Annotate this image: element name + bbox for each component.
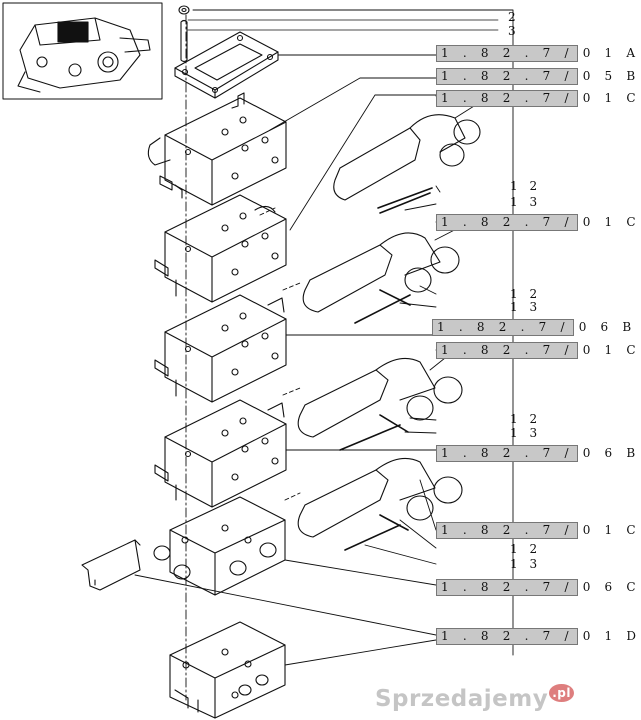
watermark-text: Sprzedajemy xyxy=(374,686,549,712)
coupler-elbow xyxy=(297,457,463,551)
item-number: 1 3 xyxy=(510,195,542,209)
callout-ref[interactable]: 1 . 8 2 . 7 / 0 1 C xyxy=(436,522,636,539)
callout-ref[interactable]: 1 . 8 2 . 7 / 0 5 B xyxy=(436,68,635,85)
item-number: 3 xyxy=(508,24,520,38)
callout-ref[interactable]: 1 . 8 2 . 7 / 0 1 C xyxy=(436,90,636,107)
tie-rod xyxy=(180,19,188,63)
item-number: 1 2 xyxy=(510,179,542,193)
callout-ref[interactable]: 1 . 8 2 . 7 / 0 1 C xyxy=(436,342,636,359)
valve-section xyxy=(169,621,286,719)
coupler-elbow xyxy=(333,114,481,214)
item-number: 1 3 xyxy=(510,300,542,314)
valve-section xyxy=(154,194,287,303)
item-number: 1 2 xyxy=(510,542,542,556)
callout-ref[interactable]: 1 . 8 2 . 7 / 0 6 C xyxy=(436,579,636,596)
watermark-suffix: .pl xyxy=(549,684,574,703)
valve-section xyxy=(154,294,287,403)
callout-ref[interactable]: 1 . 8 2 . 7 / 0 1 D xyxy=(436,628,636,645)
callout-ref[interactable]: 1 . 8 2 . 7 / 0 1 C xyxy=(436,214,636,231)
callout-ref[interactable]: 1 . 8 2 . 7 / 0 1 A xyxy=(436,45,635,62)
locator-thumbnail xyxy=(2,2,163,100)
item-number: 1 2 xyxy=(510,287,542,301)
valve-section xyxy=(153,496,286,596)
valve-section xyxy=(154,399,287,508)
item-number: 1 2 xyxy=(510,412,542,426)
item-number: 1 3 xyxy=(510,557,542,571)
valve-section xyxy=(147,92,287,206)
item-number: 1 3 xyxy=(510,426,542,440)
line-art xyxy=(2,2,514,719)
item-number: 2 xyxy=(508,10,520,24)
cover-plate xyxy=(174,31,279,99)
coupler-elbow xyxy=(297,357,463,451)
nut xyxy=(178,5,190,15)
watermark: Sprzedajemy.pl xyxy=(374,684,574,712)
callout-ref[interactable]: 1 . 8 2 . 7 / 0 6 B xyxy=(436,445,635,462)
callout-ref[interactable]: 1 . 8 2 . 7 / 0 6 B xyxy=(432,319,631,336)
bracket xyxy=(81,539,141,591)
coupler-elbow xyxy=(302,232,460,324)
